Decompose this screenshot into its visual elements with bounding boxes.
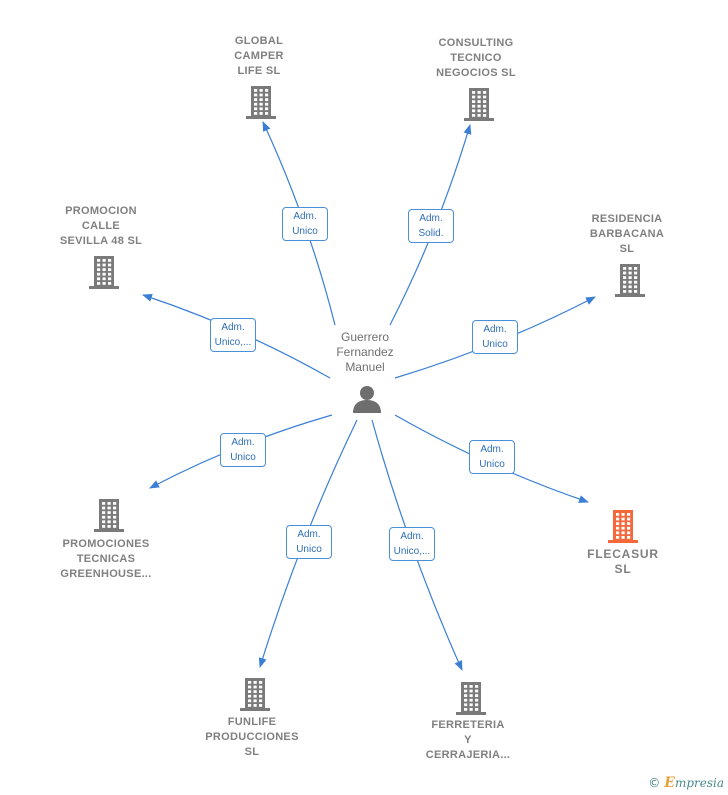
building-icon[interactable] [463,87,495,126]
relation-label-flecasur[interactable]: Adm. Unico [469,440,515,474]
building-icon[interactable] [455,681,487,720]
building-icon[interactable] [88,255,120,294]
relation-label-promociones[interactable]: Adm. Unico [220,433,266,467]
building-icon[interactable] [614,263,646,302]
company-name-promociones[interactable]: PROMOCIONES TECNICAS GREENHOUSE... [60,538,152,580]
footer-brand: ©Empresia [648,775,724,791]
company-name-flecasur[interactable]: FLECASUR SL [587,547,659,576]
brand-logo-initial: E [664,775,675,791]
company-name-promocion[interactable]: PROMOCION CALLE SEVILLA 48 SL [59,205,143,247]
relation-label-promocion[interactable]: Adm. Unico,... [210,318,256,352]
building-icon[interactable] [93,498,125,537]
company-name-global[interactable]: GLOBAL CAMPER LIFE SL [234,35,284,77]
relation-label-ferreteria[interactable]: Adm. Unico,... [389,527,435,561]
company-name-consulting[interactable]: CONSULTING TECNICO NEGOCIOS SL [436,37,516,79]
person-icon[interactable] [352,384,382,414]
company-name-residencia[interactable]: RESIDENCIA BARBACANA SL [589,213,665,255]
relation-label-funlife[interactable]: Adm. Unico [286,525,332,559]
building-icon[interactable] [239,677,271,716]
brand-logo-text: mpresia [674,776,724,790]
company-name-ferreteria[interactable]: FERRETERIA Y CERRAJERIA... [425,719,511,761]
company-name-funlife[interactable]: FUNLIFE PRODUCCIONES SL [205,716,299,758]
relation-label-residencia[interactable]: Adm. Unico [472,320,518,354]
building-icon[interactable] [245,85,277,124]
relation-label-consulting[interactable]: Adm. Solid. [408,209,454,243]
relation-label-global[interactable]: Adm. Unico [282,207,328,241]
person-name[interactable]: Guerrero Fernandez Manuel [336,330,394,374]
building-icon[interactable] [607,509,639,548]
copyright-icon: © [648,776,661,790]
